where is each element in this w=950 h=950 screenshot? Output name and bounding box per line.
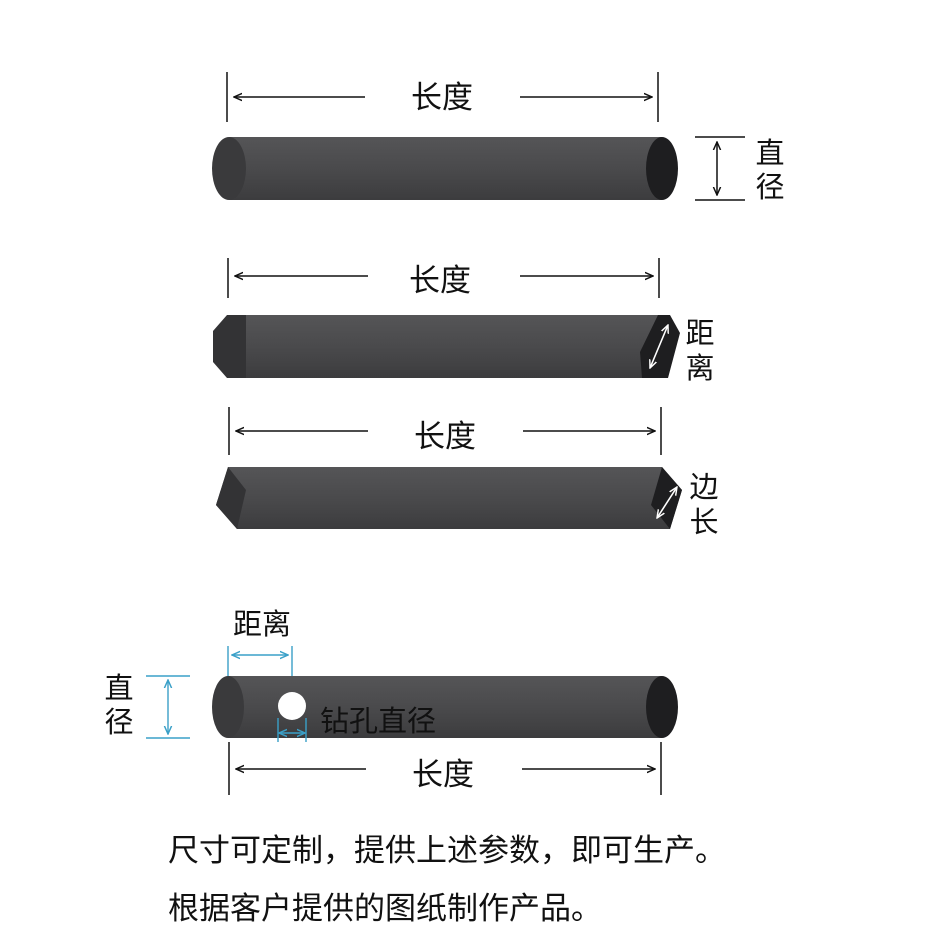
diameter-label-char-1: 直 bbox=[755, 136, 784, 170]
side-length-label-char-2: 长 bbox=[689, 505, 718, 539]
diameter-label-char-1: 直 bbox=[104, 671, 133, 705]
rod-body bbox=[216, 467, 682, 529]
rod-left-end bbox=[212, 137, 246, 200]
hole-distance-label: 距离 bbox=[233, 607, 291, 641]
note-line-1: 尺寸可定制，提供上述参数，即可生产。 bbox=[168, 833, 726, 869]
rod-left-end bbox=[213, 315, 246, 378]
round-rod-diagram: 长度 直 径 bbox=[212, 72, 785, 204]
rod-body bbox=[240, 315, 658, 378]
drilled-rod-diagram: 距离 直 径 钻孔直径 长度 bbox=[104, 607, 678, 795]
hex-rod-diagram: 长度 距 离 bbox=[213, 258, 715, 385]
diameter-label-char-2: 径 bbox=[104, 705, 133, 739]
rod-left-end bbox=[212, 676, 244, 738]
distance-label-char-2: 离 bbox=[685, 351, 714, 385]
length-label: 长度 bbox=[411, 80, 473, 116]
rod-left-end bbox=[216, 467, 246, 529]
diameter-label-char-2: 径 bbox=[755, 170, 784, 204]
distance-label-char-1: 距 bbox=[685, 316, 714, 350]
length-label: 长度 bbox=[414, 419, 476, 455]
note-line-2: 根据客户提供的图纸制作产品。 bbox=[168, 891, 602, 927]
side-length-label-char-1: 边 bbox=[689, 470, 718, 504]
drill-hole bbox=[278, 692, 306, 720]
length-label: 长度 bbox=[412, 757, 474, 793]
rod-right-end bbox=[646, 137, 678, 200]
square-rod-diagram: 长度 边 长 bbox=[216, 407, 719, 539]
rod-right-end bbox=[646, 676, 678, 738]
rod-body bbox=[229, 137, 662, 200]
drill-hole-diameter-label: 钻孔直径 bbox=[320, 704, 436, 738]
length-label: 长度 bbox=[409, 263, 471, 299]
side-length-arrow bbox=[657, 487, 677, 518]
distance-arrow bbox=[650, 325, 668, 368]
